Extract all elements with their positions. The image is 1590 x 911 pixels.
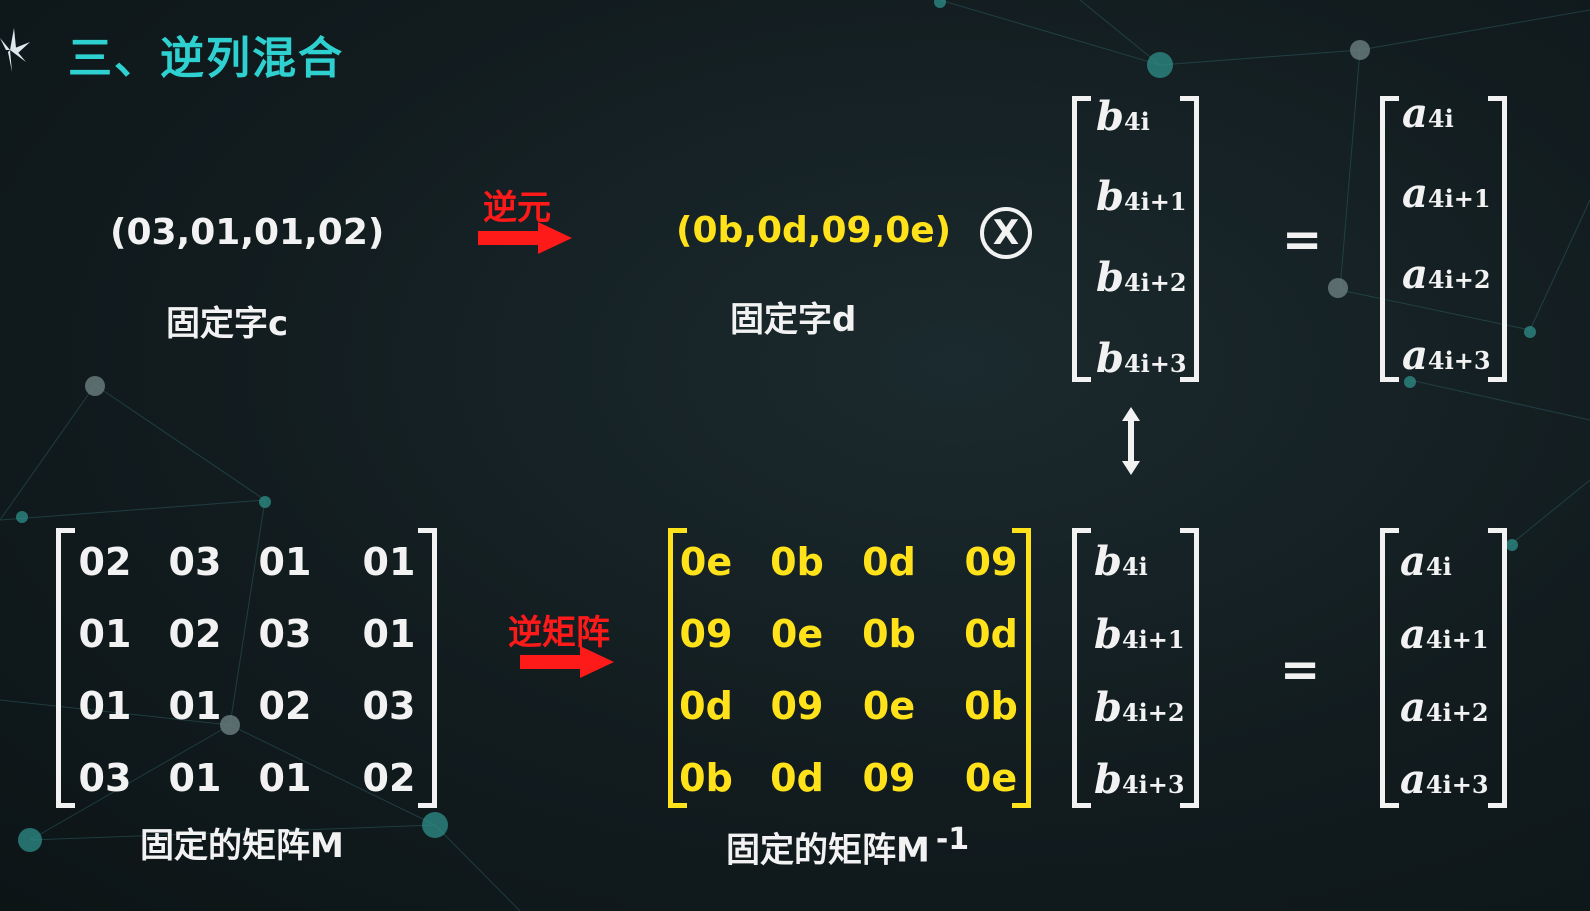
matrix-m-cell: 01 [78,684,132,728]
right-arrow-icon [520,646,614,678]
bottom-a-vector-right-bracket [1488,528,1507,808]
matrix-m-inv-caption: 固定的矩阵M-1 [726,822,969,871]
matrix-m-inv-left-bracket [668,528,687,808]
matrix-m-cell: 01 [362,540,416,584]
top-a-vector-entry-0: a4i [1402,90,1454,137]
matrix-m-inv-cell: 0d [862,540,916,584]
matrix-m-cell: 01 [78,612,132,656]
top-a-vector-right-bracket [1488,96,1507,382]
top-a-vector-entry-2: a4i+2 [1402,251,1491,298]
matrix-m-inv-cell: 09 [770,684,824,728]
matrix-m-inv-cell: 0b [679,756,733,800]
bottom-b-vector-right-bracket [1180,528,1199,808]
fixed-word-c-vector: (03,01,01,02) [110,212,385,253]
slide-title: 三、逆列混合 [68,33,344,84]
matrix-m-cell: 02 [258,684,312,728]
top-b-vector-left-bracket [1072,96,1091,382]
matrix-m-inv-cell: 0e [862,684,916,728]
bottom-a-vector-left-bracket [1380,528,1399,808]
matrix-m-cell: 02 [168,612,222,656]
top-b-vector-entry-2: b4i+2 [1096,254,1187,301]
bottom-a-vector-entry-0: a4i [1400,538,1452,585]
matrix-m-inv-cell: 0b [862,612,916,656]
fixed-word-d-caption: 固定字d [730,300,857,340]
bottom-b-vector-left-bracket [1072,528,1091,808]
matrix-m-cell: 03 [78,756,132,800]
bottom-b-vector-entry-3: b4i+3 [1094,756,1185,803]
matrix-m-cell: 01 [258,756,312,800]
matrix-m-inv-cell: 0d [679,684,733,728]
top-b-vector-entry-1: b4i+1 [1096,173,1187,220]
bottom-a-vector-entry-2: a4i+2 [1400,684,1489,731]
matrix-m-inv-right-bracket [1012,528,1031,808]
matrix-m-cell: 02 [362,756,416,800]
matrix-m-cell: 01 [168,756,222,800]
bottom-b-vector-entry-0: b4i [1094,538,1148,585]
matrix-m-inv-cell: 09 [862,756,916,800]
otimes-operator-icon: X [980,207,1032,259]
matrix-m-right-bracket [418,528,437,808]
right-arrow-icon [478,222,572,254]
bottom-b-vector-entry-2: b4i+2 [1094,684,1185,731]
bottom-equals-sign: = [1280,642,1321,698]
matrix-m-cell: 02 [78,540,132,584]
bottom-a-vector-entry-1: a4i+1 [1400,611,1489,658]
matrix-m-inv-cell: 0e [770,612,824,656]
matrix-m-cell: 01 [168,684,222,728]
top-a-vector-entry-3: a4i+3 [1402,332,1491,379]
fixed-word-d-vector: (0b,0d,09,0e) [676,210,952,251]
matrix-m-inv-cell: 09 [679,612,733,656]
matrix-m-cell: 03 [168,540,222,584]
inverse-matrix-label: 逆矩阵 [508,613,610,653]
matrix-m-inv-cell: 0b [964,684,1018,728]
top-b-vector-right-bracket [1180,96,1199,382]
matrix-m-caption: 固定的矩阵M [140,826,344,866]
inverse-element-label: 逆元 [483,188,551,228]
matrix-m-inv-cell: 0d [964,612,1018,656]
matrix-m-inv-caption-text: 固定的矩阵M [726,830,930,871]
matrix-m-cell: 01 [258,540,312,584]
matrix-m-inv-cell: 09 [964,540,1018,584]
matrix-m-inv-cell: 0d [770,756,824,800]
fixed-word-c-caption: 固定字c [166,304,289,344]
bottom-b-vector-entry-1: b4i+1 [1094,611,1185,658]
bottom-a-vector-entry-3: a4i+3 [1400,756,1489,803]
top-a-vector-left-bracket [1380,96,1399,382]
matrix-m-cell: 03 [258,612,312,656]
matrix-m-cell: 01 [362,612,416,656]
matrix-m-cell: 03 [362,684,416,728]
matrix-m-inv-cell: 0b [770,540,824,584]
top-b-vector-entry-3: b4i+3 [1096,335,1187,382]
matrix-m-inv-superscript: -1 [935,822,970,857]
matrix-m-inv-cell: 0e [964,756,1018,800]
matrix-m-inv-cell: 0e [679,540,733,584]
top-b-vector-entry-0: b4i [1096,93,1150,140]
matrix-m-left-bracket [56,528,75,808]
top-equals-sign: = [1282,212,1323,268]
top-a-vector-entry-1: a4i+1 [1402,170,1491,217]
flower-logo-icon [0,28,30,72]
vertical-double-arrow-icon [1122,407,1140,475]
